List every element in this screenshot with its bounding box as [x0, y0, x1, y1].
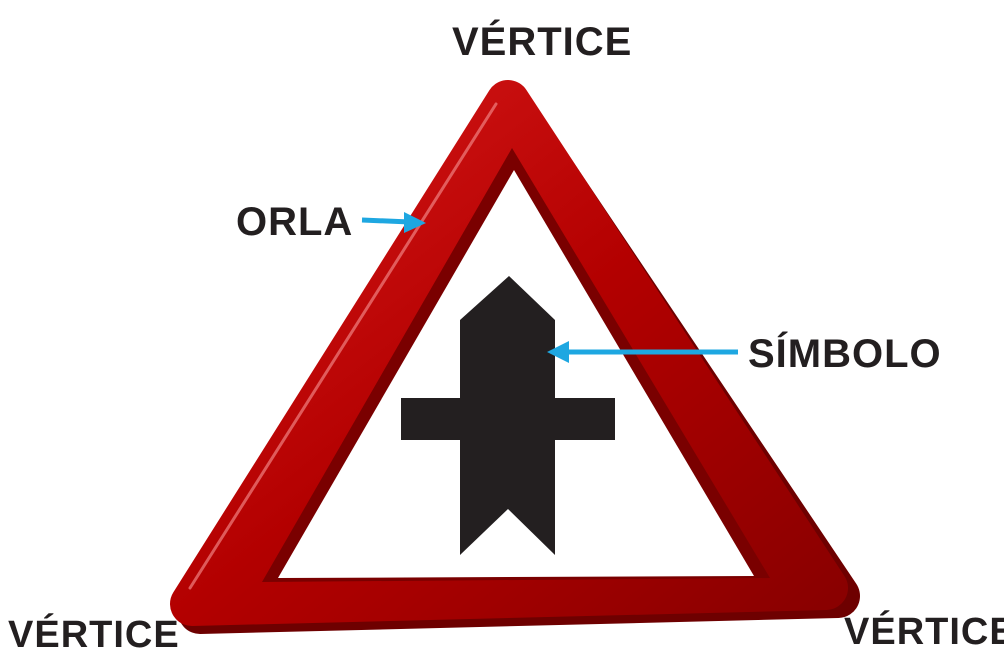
symbol-label: SÍMBOLO [748, 334, 942, 374]
vertex-bottom-left-label: VÉRTICE [8, 616, 180, 654]
vertex-top-label: VÉRTICE [452, 22, 632, 62]
symbol-cross-road [401, 398, 615, 440]
border-label: ORLA [236, 202, 353, 242]
vertex-bottom-right-label: VÉRTICE [844, 613, 1004, 651]
